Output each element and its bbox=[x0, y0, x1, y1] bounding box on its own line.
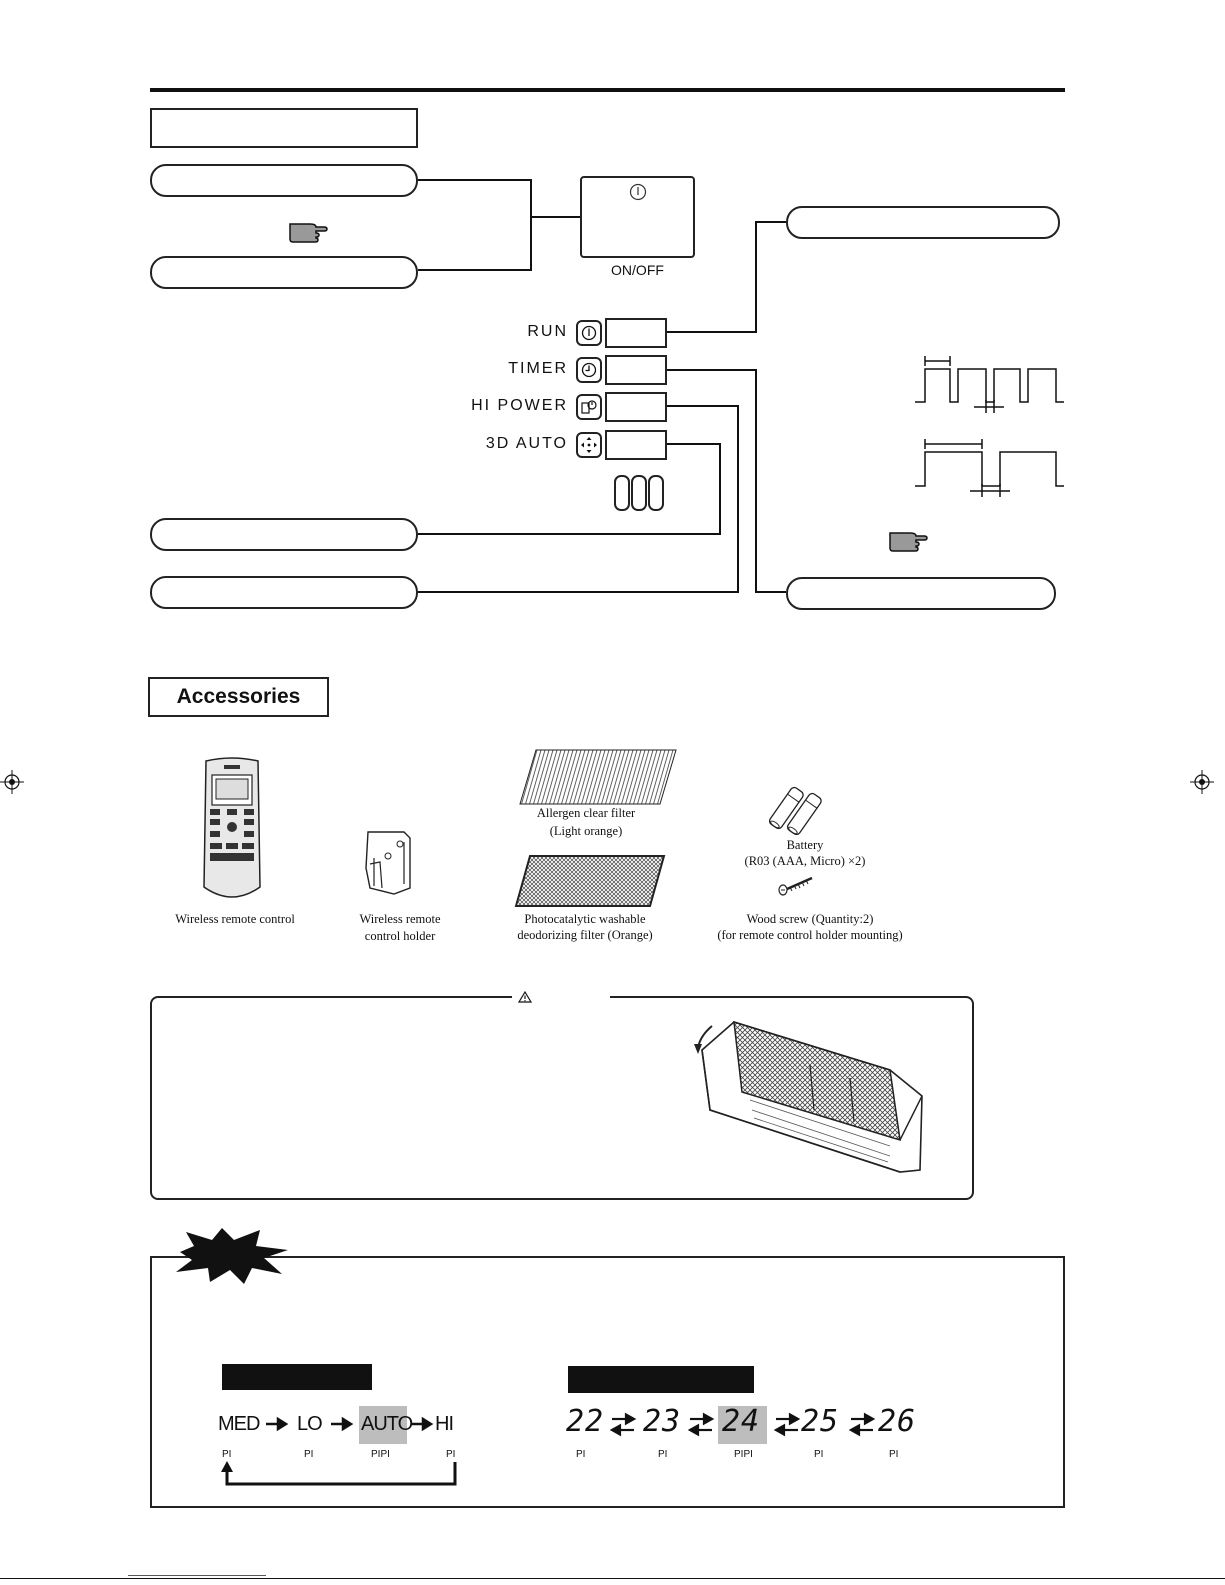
temp-step-25: 25 bbox=[801, 1404, 840, 1439]
connector-lines bbox=[418, 179, 1064, 593]
fan-step-lo: LO bbox=[297, 1413, 323, 1435]
timer-button-label: TIMER bbox=[508, 360, 568, 377]
accessory-caption-holder-line2: control holder bbox=[364, 929, 436, 943]
battery-image bbox=[768, 786, 822, 836]
registration-mark-icon bbox=[0, 770, 24, 794]
temp-highlight-24 bbox=[718, 1406, 767, 1444]
temp-step-23: 23 bbox=[643, 1404, 682, 1439]
accessory-caption-allergen-line1: Allergen clear filter bbox=[536, 806, 636, 820]
accessory-caption-photo-line1: Photocatalytic washable bbox=[524, 912, 646, 926]
callout-pill-top-left bbox=[150, 164, 418, 197]
callout-pill-bottom-left-2 bbox=[150, 576, 418, 609]
wireless-remote-control-image bbox=[203, 757, 261, 898]
registration-mark-icon bbox=[1190, 770, 1214, 794]
temp-step-24: 24 bbox=[722, 1404, 761, 1439]
four-way-arrow-icon bbox=[581, 437, 597, 453]
accessory-caption-screw-line2: (for remote control holder mounting) bbox=[717, 928, 903, 942]
accessory-caption-battery-line2: (R03 (AAA, Micro) ×2) bbox=[744, 854, 866, 868]
hi-power-button-label: HI POWER bbox=[471, 397, 568, 414]
on-off-label: ON/OFF bbox=[611, 262, 664, 278]
power-icon bbox=[629, 183, 647, 201]
temp-beep-4: PI bbox=[814, 1449, 824, 1460]
temp-sequence-header-bar bbox=[568, 1366, 754, 1393]
3d-auto-key[interactable] bbox=[605, 430, 667, 460]
fan-beep-2: PI bbox=[304, 1449, 314, 1460]
clock-icon bbox=[581, 362, 597, 378]
oval-button[interactable] bbox=[648, 475, 664, 511]
accessory-caption-holder-line1: Wireless remote bbox=[359, 912, 441, 926]
callout-pill-top-right bbox=[786, 206, 1060, 239]
fan-beep-3: PIPI bbox=[371, 1449, 390, 1460]
remote-holder-image bbox=[365, 831, 411, 895]
fan-highlight-auto bbox=[359, 1406, 407, 1444]
bottom-link-underline bbox=[128, 1575, 266, 1576]
accessories-title-box: Accessories bbox=[148, 677, 329, 717]
oval-button[interactable] bbox=[631, 475, 647, 511]
run-key[interactable] bbox=[605, 318, 667, 348]
hi-power-icon bbox=[581, 400, 597, 414]
fan-sequence-header-bar bbox=[222, 1364, 372, 1390]
hi-power-key[interactable] bbox=[605, 392, 667, 422]
caution-title-gap bbox=[512, 990, 610, 1004]
fan-beep-1: PI bbox=[222, 1449, 232, 1460]
fan-step-hi: HI bbox=[435, 1413, 454, 1435]
bottom-rule bbox=[0, 1578, 1225, 1579]
run-button[interactable] bbox=[576, 320, 602, 346]
pointing-hand-icon bbox=[889, 532, 928, 552]
accessory-caption-battery-line1: Battery bbox=[786, 838, 824, 852]
run-button-label: RUN bbox=[527, 323, 568, 340]
callout-pill-mid-left bbox=[150, 256, 418, 289]
top-rule bbox=[150, 88, 1065, 92]
allergen-filter-image bbox=[519, 749, 677, 805]
timer-key[interactable] bbox=[605, 355, 667, 385]
hi-power-button[interactable] bbox=[576, 394, 602, 420]
3d-auto-button-label: 3D AUTO bbox=[485, 435, 568, 452]
fan-beep-4: PI bbox=[446, 1449, 456, 1460]
pointing-hand-icon bbox=[289, 223, 328, 243]
warning-triangle-icon bbox=[517, 990, 533, 1003]
power-icon bbox=[581, 325, 597, 341]
3d-auto-button[interactable] bbox=[576, 432, 602, 458]
accessory-caption-remote: Wireless remote control bbox=[175, 912, 295, 926]
timer-button[interactable] bbox=[576, 357, 602, 383]
oval-button[interactable] bbox=[614, 475, 630, 511]
temp-step-26: 26 bbox=[878, 1404, 917, 1439]
accessory-caption-allergen-line2: (Light orange) bbox=[549, 824, 623, 838]
fan-step-med: MED bbox=[218, 1413, 260, 1435]
on-off-button[interactable] bbox=[580, 176, 695, 258]
callout-pill-bottom-left-1 bbox=[150, 518, 418, 551]
indoor-unit-image bbox=[694, 1020, 923, 1173]
section-header-box bbox=[150, 108, 418, 148]
photocatalytic-filter-image bbox=[514, 855, 666, 907]
temp-beep-5: PI bbox=[889, 1449, 899, 1460]
accessory-caption-screw-line1: Wood screw (Quantity:2) bbox=[746, 912, 874, 926]
fan-step-auto: AUTO bbox=[361, 1413, 413, 1435]
callout-pill-bottom-right bbox=[786, 577, 1056, 610]
temp-beep-3: PIPI bbox=[734, 1449, 753, 1460]
temp-beep-1: PI bbox=[576, 1449, 586, 1460]
temp-beep-2: PI bbox=[658, 1449, 668, 1460]
wood-screw-image bbox=[778, 876, 813, 896]
starburst-badge-icon bbox=[176, 1228, 288, 1284]
accessories-title: Accessories bbox=[176, 685, 301, 708]
accessory-caption-photo-line2: deodorizing filter (Orange) bbox=[517, 928, 653, 942]
temp-step-22: 22 bbox=[566, 1404, 605, 1439]
